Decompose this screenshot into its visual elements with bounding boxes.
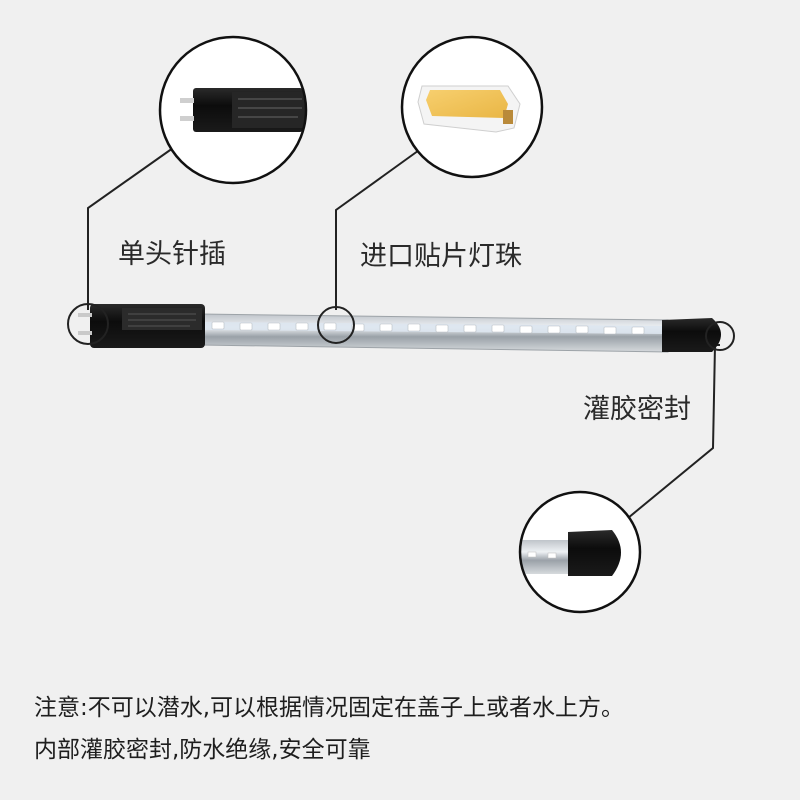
label-single-pin-plug: 单头针插 xyxy=(118,239,226,270)
note-line-1: 注意:不可以潜水,可以根据情况固定在盖子上或者水上方。 xyxy=(34,695,625,721)
zoom-circle-plug xyxy=(158,35,308,185)
led-tube xyxy=(78,304,721,353)
marker-circle-plug xyxy=(67,303,109,345)
right-end-cap xyxy=(662,318,721,352)
plug-pins xyxy=(78,313,92,317)
note-line-2: 内部灌胶密封,防水绝缘,安全可靠 xyxy=(34,737,371,763)
label-imported-smd-led: 进口贴片灯珠 xyxy=(360,241,522,272)
zoom-circle-seal xyxy=(518,490,642,614)
label-glue-seal: 灌胶密封 xyxy=(583,394,691,425)
marker-circle-led xyxy=(317,306,355,344)
marker-circle-seal xyxy=(705,321,735,351)
led-chips-row xyxy=(211,321,645,335)
zoom-circle-led xyxy=(400,35,544,179)
